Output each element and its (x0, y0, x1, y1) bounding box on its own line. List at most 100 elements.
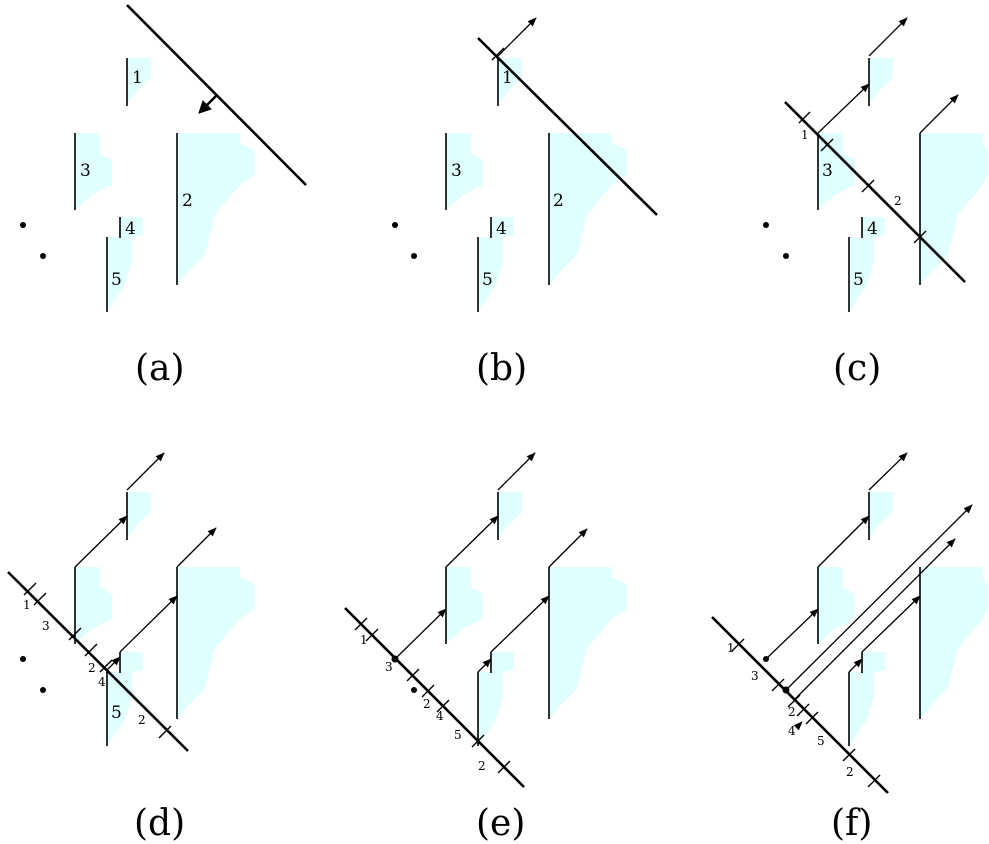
sweep-tick (805, 711, 819, 725)
sweep-label: 1 (727, 641, 735, 655)
event-ray (794, 538, 956, 700)
event-ray (861, 595, 921, 653)
event-ray (868, 452, 908, 491)
sweep-line (711, 616, 889, 794)
segment-label-3: 3 (451, 161, 462, 181)
shadow-1 (498, 492, 522, 538)
sweep-label: 2 (423, 697, 431, 711)
sweep-tick (365, 628, 379, 642)
shadow-5 (478, 237, 503, 312)
event-ray (817, 83, 870, 134)
shadow-1 (127, 492, 151, 538)
panel-caption: (a) (135, 348, 185, 389)
sweep-label: 1 (23, 598, 31, 612)
sweep-tick (99, 659, 113, 673)
event-ray (548, 528, 588, 568)
shadow-4 (491, 217, 514, 240)
sweep-tick (820, 138, 834, 152)
panel-caption: (d) (134, 803, 185, 844)
sweep-tick (796, 703, 810, 717)
shadow-3 (818, 133, 855, 210)
sweep-label: 2 (138, 713, 146, 727)
sweep-label: 4 (788, 724, 796, 738)
event-ray (394, 608, 447, 660)
panel-caption: (f) (831, 803, 872, 844)
shadow-5 (849, 672, 874, 746)
segment-label-1: 1 (132, 68, 143, 88)
sweep-line (344, 607, 525, 788)
sweep-label: 2 (478, 759, 486, 773)
event-ray (119, 595, 178, 653)
sweep-label: 1 (360, 633, 368, 647)
segment-label-5: 5 (482, 270, 493, 290)
sweep-tick (421, 684, 435, 698)
segment-label-5: 5 (111, 703, 122, 723)
event-ray (176, 527, 217, 568)
shadow-3 (75, 567, 112, 644)
sweep-label: 3 (385, 660, 393, 674)
segment-label-5: 5 (111, 270, 122, 290)
sweep-label: 5 (817, 734, 825, 748)
segment-label-2: 2 (553, 191, 564, 211)
sweep-label: 4 (98, 675, 106, 689)
event-ray (793, 721, 803, 731)
point (20, 656, 26, 662)
shadow-5 (107, 237, 132, 312)
shadow-2 (920, 567, 988, 719)
shadow-5 (478, 672, 503, 746)
segment-label-3: 3 (80, 161, 91, 181)
shadow-4 (120, 652, 143, 675)
point (392, 222, 398, 228)
shadow-3 (818, 567, 855, 644)
shadow-3 (446, 567, 483, 644)
sweep-tick (23, 582, 37, 596)
shadow-1 (869, 58, 893, 104)
segment-label-4: 4 (496, 219, 507, 239)
event-ray (105, 656, 121, 672)
point (411, 687, 417, 693)
sweep-label: 2 (894, 194, 902, 208)
panel-caption: (e) (476, 803, 525, 844)
sweep-label: 4 (436, 709, 444, 723)
event-ray (126, 452, 165, 491)
event-ray (848, 658, 863, 673)
sweep-tick (731, 638, 745, 652)
sweep-tick (436, 699, 450, 713)
shadow-4 (491, 652, 514, 675)
segment-label-5: 5 (853, 270, 864, 290)
event-ray (497, 452, 536, 491)
event-ray (868, 17, 908, 57)
point (783, 253, 789, 259)
sweep-tick (354, 617, 368, 631)
point (20, 222, 26, 228)
sweep-label: 3 (42, 619, 50, 633)
panel-b: 1 3 2 4 5 (b) (392, 17, 658, 389)
segment-label-4: 4 (867, 219, 878, 239)
sweep-tick (68, 627, 82, 641)
shadow-1 (498, 58, 522, 104)
sweep-tick (406, 668, 420, 682)
sweep-label: 3 (751, 669, 759, 683)
sweep-line (477, 37, 658, 216)
sweep-tick (84, 643, 98, 657)
shadow-2 (549, 133, 627, 285)
sweep-tick (491, 47, 505, 61)
panel-caption: (c) (833, 348, 881, 389)
event-ray (765, 608, 819, 660)
panel-a: 1 3 2 4 5 (a) (20, 4, 307, 389)
point (411, 253, 417, 259)
sweep-tick (861, 179, 875, 193)
event-ray (477, 658, 492, 673)
segment-label-4: 4 (125, 219, 136, 239)
sweep-label: 1 (801, 128, 809, 142)
sweep-tick (471, 734, 485, 748)
shadow-4 (862, 217, 885, 240)
event-ray (817, 515, 870, 568)
segment-label-2: 2 (182, 191, 193, 211)
sweep-label: 2 (788, 705, 796, 719)
event-ray (490, 595, 550, 653)
sweep-tick (33, 592, 47, 606)
sweep-tick (798, 111, 811, 124)
sweep-line (784, 101, 966, 283)
